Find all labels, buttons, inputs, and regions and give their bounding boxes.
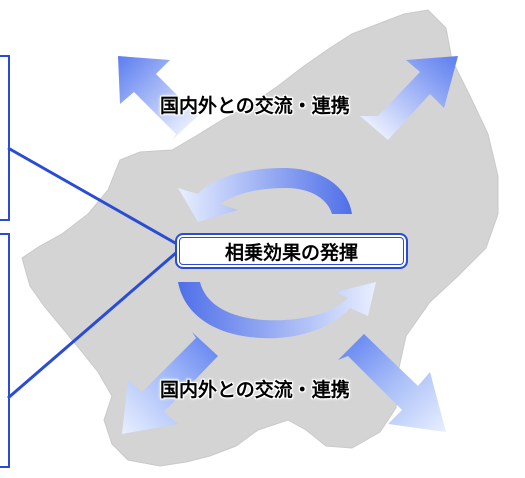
arrow-lower-left <box>122 332 218 434</box>
synergy-center-label: 相乗効果の発揮 <box>175 233 408 269</box>
left-text-box-bottom <box>0 233 10 468</box>
arrow-lower-right <box>338 334 446 432</box>
cycle-arrow-bottom <box>178 282 376 339</box>
exchange-cooperation-label-top: 国内外との交流・連携 <box>160 95 350 117</box>
arrow-upper-left <box>118 56 198 140</box>
synergy-center-text: 相乗効果の発揮 <box>224 241 358 264</box>
arrow-upper-right <box>360 56 458 140</box>
exchange-cooperation-label-bottom: 国内外との交流・連携 <box>160 379 350 401</box>
connector-line-bottom <box>7 250 178 400</box>
cycle-arrow-top <box>178 168 352 222</box>
left-text-box-top <box>0 55 10 221</box>
connector-line-top <box>7 146 178 246</box>
